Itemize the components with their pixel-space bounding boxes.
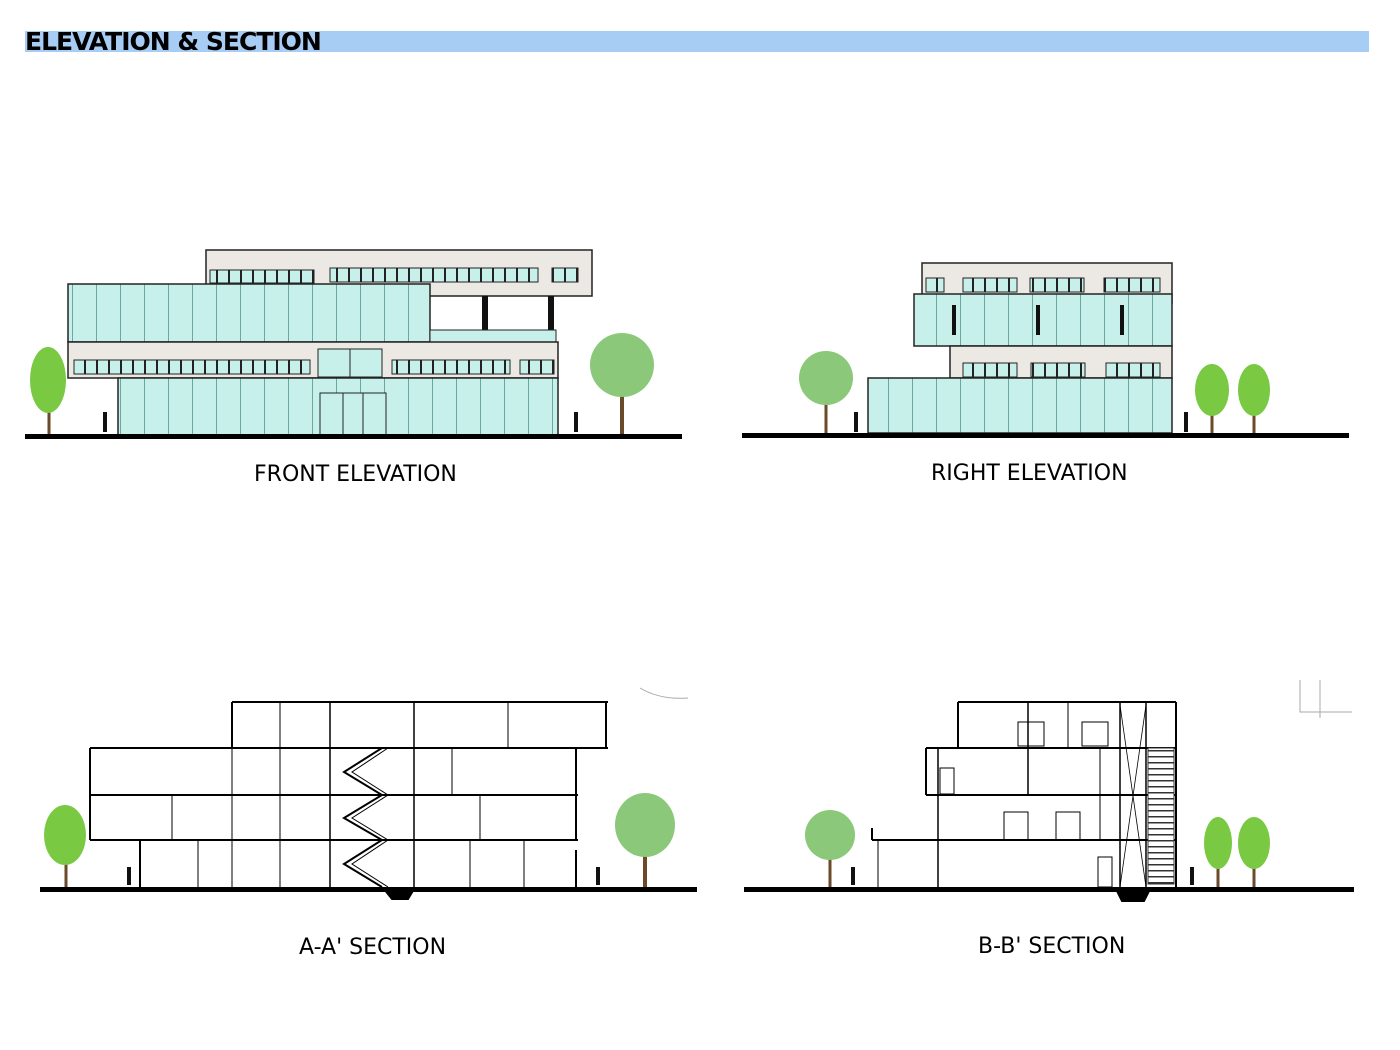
right-elevation-drawing	[742, 262, 1349, 438]
front-elevation-drawing	[25, 249, 682, 439]
page-title: ELEVATION & SECTION	[25, 27, 322, 56]
section-bb-stair	[1147, 747, 1175, 885]
front-elevation-caption: FRONT ELEVATION	[254, 462, 457, 487]
right-elevation-caption: RIGHT ELEVATION	[931, 461, 1128, 486]
section-bb-caption: B-B' SECTION	[978, 934, 1126, 959]
section-bb-site	[744, 680, 1354, 892]
section-aa-site	[40, 687, 697, 892]
section-aa-caption: A-A' SECTION	[299, 935, 447, 960]
section-aa-drawing	[89, 701, 608, 900]
header-bar	[25, 31, 1369, 52]
section-bb-drawing	[871, 701, 1177, 902]
